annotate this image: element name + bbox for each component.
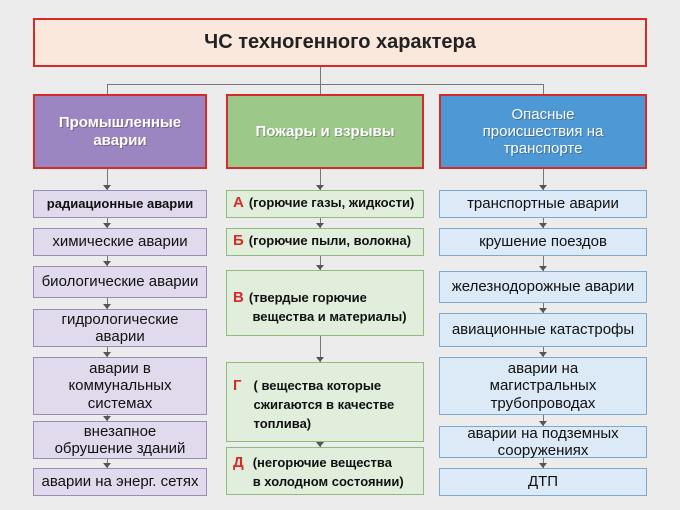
- fire-class-letter: Г: [233, 377, 242, 394]
- fire-class-description: (негорючие вещества в холодном состоянии…: [252, 455, 404, 489]
- arrow-icon: [539, 223, 547, 228]
- fire-class-description: (горючие пыли, волокна): [248, 233, 412, 248]
- arrow-icon: [539, 185, 547, 190]
- connector-col2-head: [320, 84, 321, 94]
- arrow-icon: [539, 308, 547, 313]
- heading-label: Пожары и взрывы: [255, 122, 395, 140]
- arrow-icon: [103, 463, 111, 468]
- heading-label: Опасные происшествия на транспорте: [482, 105, 604, 158]
- fire-class-letter: А: [233, 194, 244, 211]
- diagram-title: ЧС техногенного характера: [33, 18, 647, 67]
- fire-class-d: Д (негорючие вещества в холодном состоян…: [226, 447, 424, 495]
- list-item-aviation-disasters: авиационные катастрофы: [439, 313, 647, 347]
- fire-class-letter: Д: [233, 454, 244, 471]
- arrow-icon: [539, 266, 547, 271]
- list-item-utility-accidents: аварии в коммунальных системах: [33, 357, 207, 415]
- arrow-icon: [539, 352, 547, 357]
- list-item-train-crashes: крушение поездов: [439, 228, 647, 256]
- heading-label: Промышленные аварии: [58, 114, 182, 149]
- list-item-transport-accidents: транспортные аварии: [439, 190, 647, 218]
- list-item-chemical-accidents: химические аварии: [33, 228, 207, 256]
- fire-class-letter: В: [233, 289, 244, 306]
- connector-title-down: [320, 67, 321, 84]
- connector-col1-head: [107, 84, 108, 94]
- arrow-icon: [103, 352, 111, 357]
- arrow-icon: [103, 223, 111, 228]
- list-item-railway-accidents: железнодорожные аварии: [439, 271, 647, 303]
- arrow-icon: [103, 261, 111, 266]
- heading-industrial-accidents: Промышленные аварии: [33, 94, 207, 169]
- fire-class-v: В (твердые горючие вещества и материалы): [226, 270, 424, 336]
- list-item-building-collapse: внезапное обрушение зданий: [33, 421, 207, 459]
- arrow-icon: [103, 416, 111, 421]
- list-item-biological-accidents: биологические аварии: [33, 266, 207, 298]
- arrow-icon: [316, 185, 324, 190]
- fire-class-description: ( вещества которые сжигаются в качестве …: [253, 378, 395, 431]
- arrow-icon: [316, 442, 324, 447]
- arrow-icon: [103, 304, 111, 309]
- list-item-underground-accidents: аварии на подземных сооружениях: [439, 425, 647, 459]
- arrow-icon: [316, 223, 324, 228]
- list-item-power-grid-accidents: аварии на энерг. сетях: [33, 468, 207, 496]
- list-item-radiation-accidents: радиационные аварии: [33, 190, 207, 218]
- heading-fires-explosions: Пожары и взрывы: [226, 94, 424, 169]
- fire-class-b: Б (горючие пыли, волокна): [226, 228, 424, 256]
- arrow-icon: [539, 463, 547, 468]
- arrow-icon: [316, 265, 324, 270]
- list-item-pipeline-accidents: аварии на магистральных трубопроводах: [439, 357, 647, 415]
- fire-class-g: Г ( вещества которые сжигаются в качеств…: [226, 362, 424, 442]
- fire-class-description: (твердые горючие вещества и материалы): [248, 290, 407, 324]
- list-item-hydrological-accidents: гидрологические аварии: [33, 309, 207, 347]
- list-item-road-accidents: ДТП: [439, 468, 647, 496]
- heading-transport-incidents: Опасные происшествия на транспорте: [439, 94, 647, 169]
- arrow-icon: [316, 357, 324, 362]
- arrow-icon: [103, 185, 111, 190]
- connector-horizontal: [107, 84, 543, 85]
- arrow-icon: [539, 421, 547, 426]
- connector-col3-head: [543, 84, 544, 94]
- fire-class-description: (горючие газы, жидкости): [248, 195, 415, 210]
- fire-class-a: А (горючие газы, жидкости): [226, 190, 424, 218]
- fire-class-letter: Б: [233, 232, 244, 249]
